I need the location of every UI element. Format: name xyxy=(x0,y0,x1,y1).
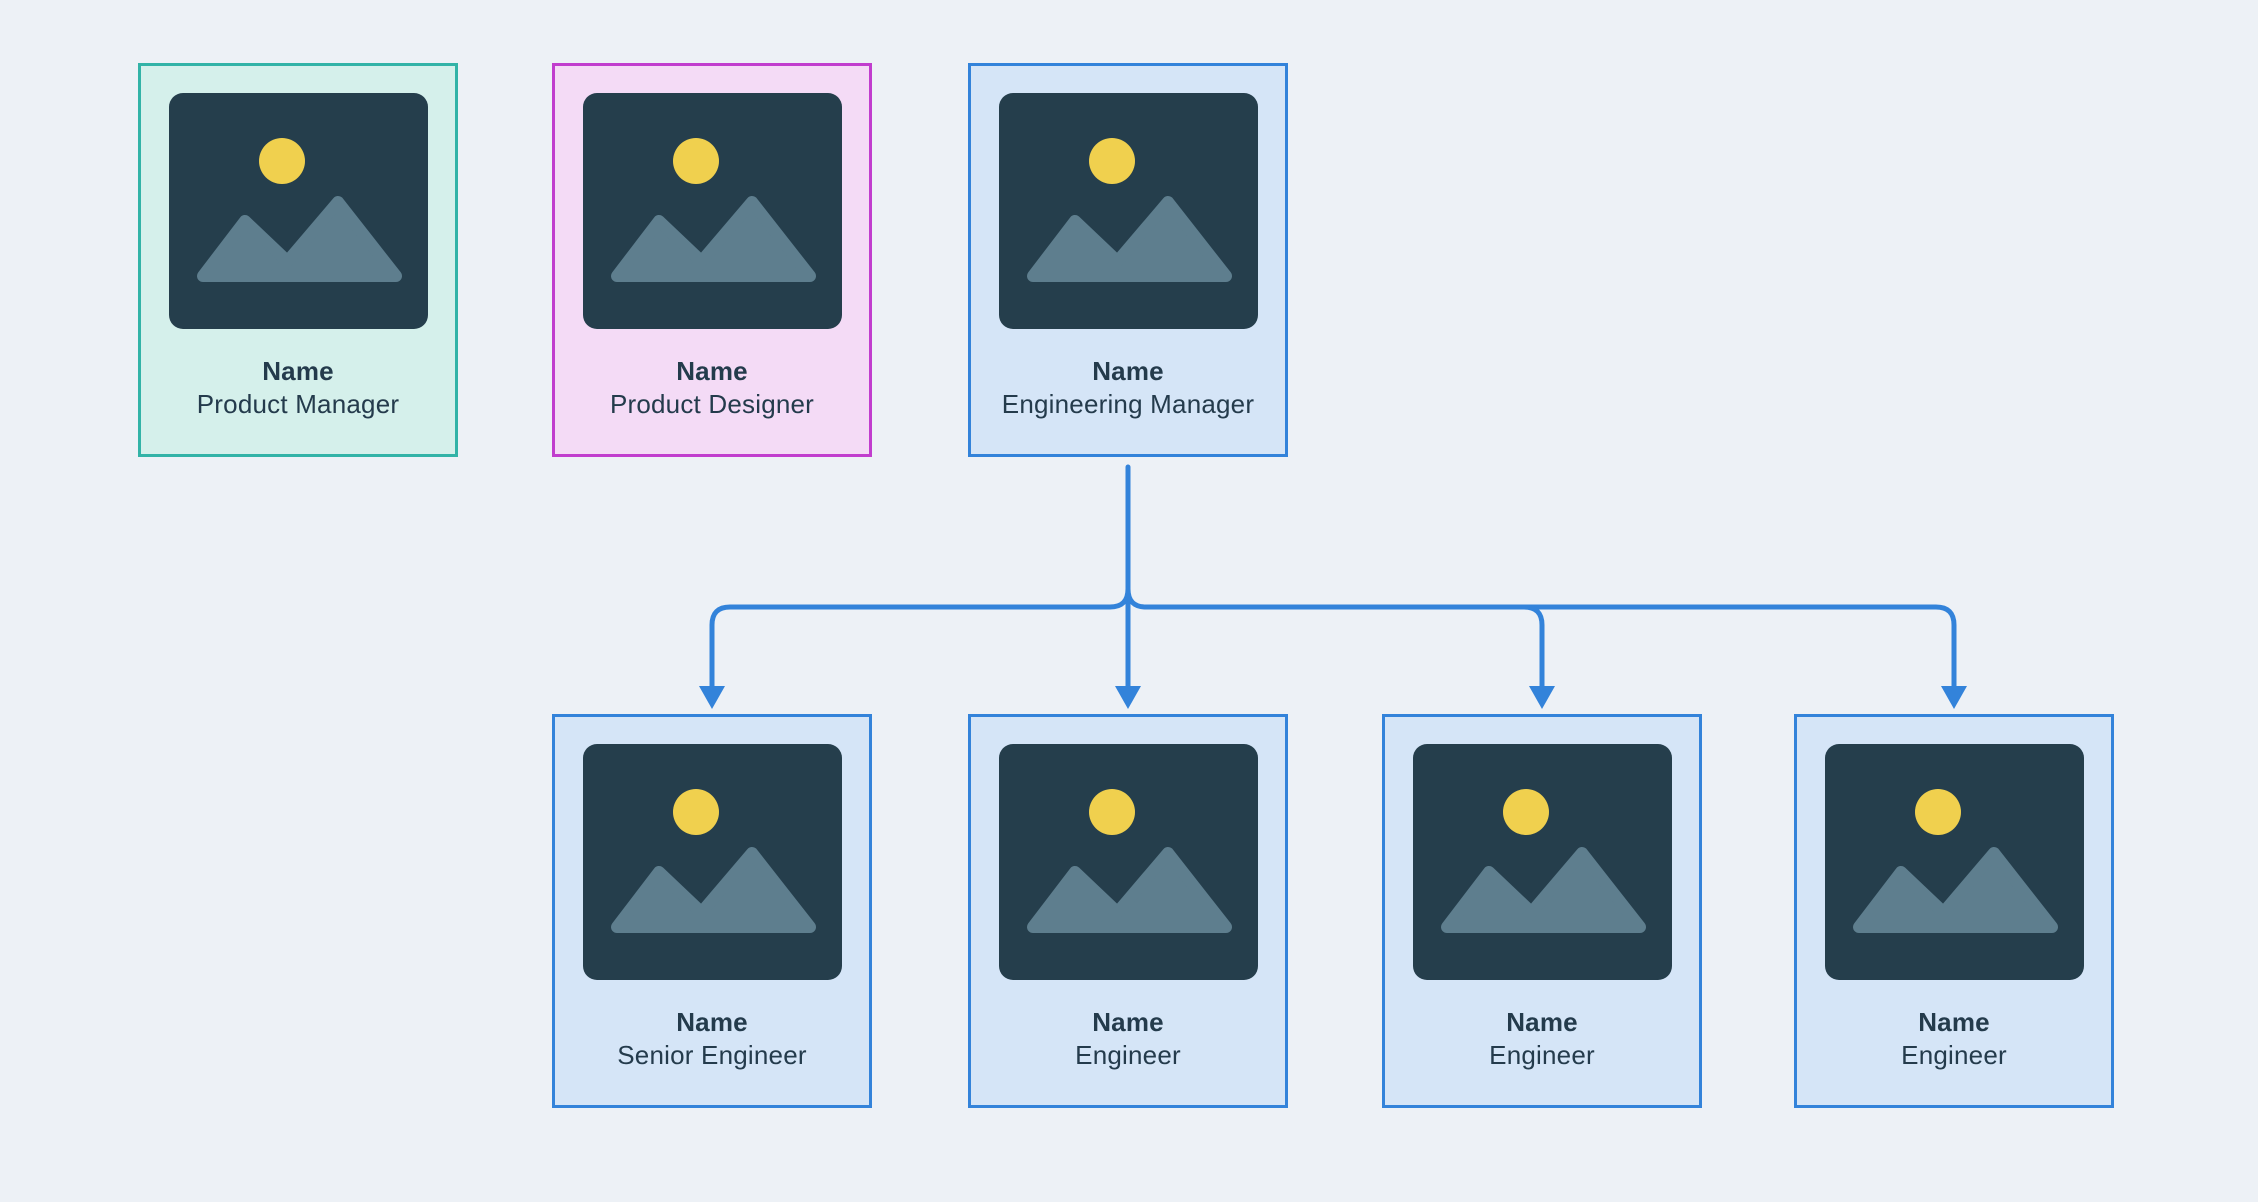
org-node-engineer-3[interactable]: Name Engineer xyxy=(1794,714,2114,1108)
org-node-product-manager[interactable]: Name Product Manager xyxy=(138,63,458,457)
mountain-left-icon xyxy=(1026,866,1139,933)
node-name-label: Name xyxy=(676,356,748,386)
mountain-left-icon xyxy=(610,215,723,282)
node-role-label: Product Manager xyxy=(196,389,400,419)
node-role-label: Product Designer xyxy=(609,389,815,419)
org-node-engineer-1[interactable]: Name Engineer xyxy=(968,714,1288,1108)
sun-icon xyxy=(1502,789,1549,835)
node-name-label: Name xyxy=(1092,356,1164,386)
org-node-engineer-2[interactable]: Name Engineer xyxy=(1382,714,1702,1108)
node-role-label: Engineer xyxy=(1075,1040,1181,1070)
sun-icon xyxy=(672,138,719,184)
mountain-right-icon xyxy=(682,196,816,282)
node-name-label: Name xyxy=(1506,1007,1578,1037)
node-role-label: Engineer xyxy=(1489,1040,1595,1070)
node-role-label: Senior Engineer xyxy=(617,1040,807,1070)
org-node-engineering-manager[interactable]: Name Engineering Manager xyxy=(968,63,1288,457)
sun-icon xyxy=(258,138,305,184)
image-placeholder-icon xyxy=(998,93,1258,329)
mountain-right-icon xyxy=(1924,847,2058,933)
down-arrowhead-icon xyxy=(1941,686,1967,709)
image-placeholder-icon xyxy=(1412,744,1672,980)
mountain-right-icon xyxy=(1098,196,1232,282)
image-placeholder-icon xyxy=(998,744,1258,980)
mountain-right-icon xyxy=(1512,847,1646,933)
node-role-label: Engineer xyxy=(1901,1040,2007,1070)
node-name-label: Name xyxy=(1918,1007,1990,1037)
mountain-right-icon xyxy=(1098,847,1232,933)
mountain-left-icon xyxy=(1852,866,1965,933)
org-node-senior-engineer[interactable]: Name Senior Engineer xyxy=(552,714,872,1108)
image-placeholder-icon xyxy=(168,93,428,329)
node-name-label: Name xyxy=(1092,1007,1164,1037)
mountain-left-icon xyxy=(1440,866,1553,933)
mountain-right-icon xyxy=(268,196,402,282)
down-arrowhead-icon xyxy=(699,686,725,709)
image-placeholder-icon xyxy=(1824,744,2084,980)
sun-icon xyxy=(672,789,719,835)
node-role-label: Engineering Manager xyxy=(1001,389,1255,419)
edge-to-engineer-3 xyxy=(1125,586,1957,701)
mountain-left-icon xyxy=(196,215,309,282)
image-placeholder-icon xyxy=(582,744,842,980)
sun-icon xyxy=(1088,789,1135,835)
down-arrowhead-icon xyxy=(1115,686,1141,709)
org-node-product-designer[interactable]: Name Product Designer xyxy=(552,63,872,457)
mountain-right-icon xyxy=(682,847,816,933)
mountain-left-icon xyxy=(1026,215,1139,282)
node-name-label: Name xyxy=(262,356,334,386)
sun-icon xyxy=(1914,789,1961,835)
sun-icon xyxy=(1088,138,1135,184)
edge-to-senior-engineer xyxy=(709,586,1131,701)
mountain-left-icon xyxy=(610,866,723,933)
edge-to-engineer-2 xyxy=(1521,604,1545,701)
image-placeholder-icon xyxy=(582,93,842,329)
node-name-label: Name xyxy=(676,1007,748,1037)
down-arrowhead-icon xyxy=(1529,686,1555,709)
